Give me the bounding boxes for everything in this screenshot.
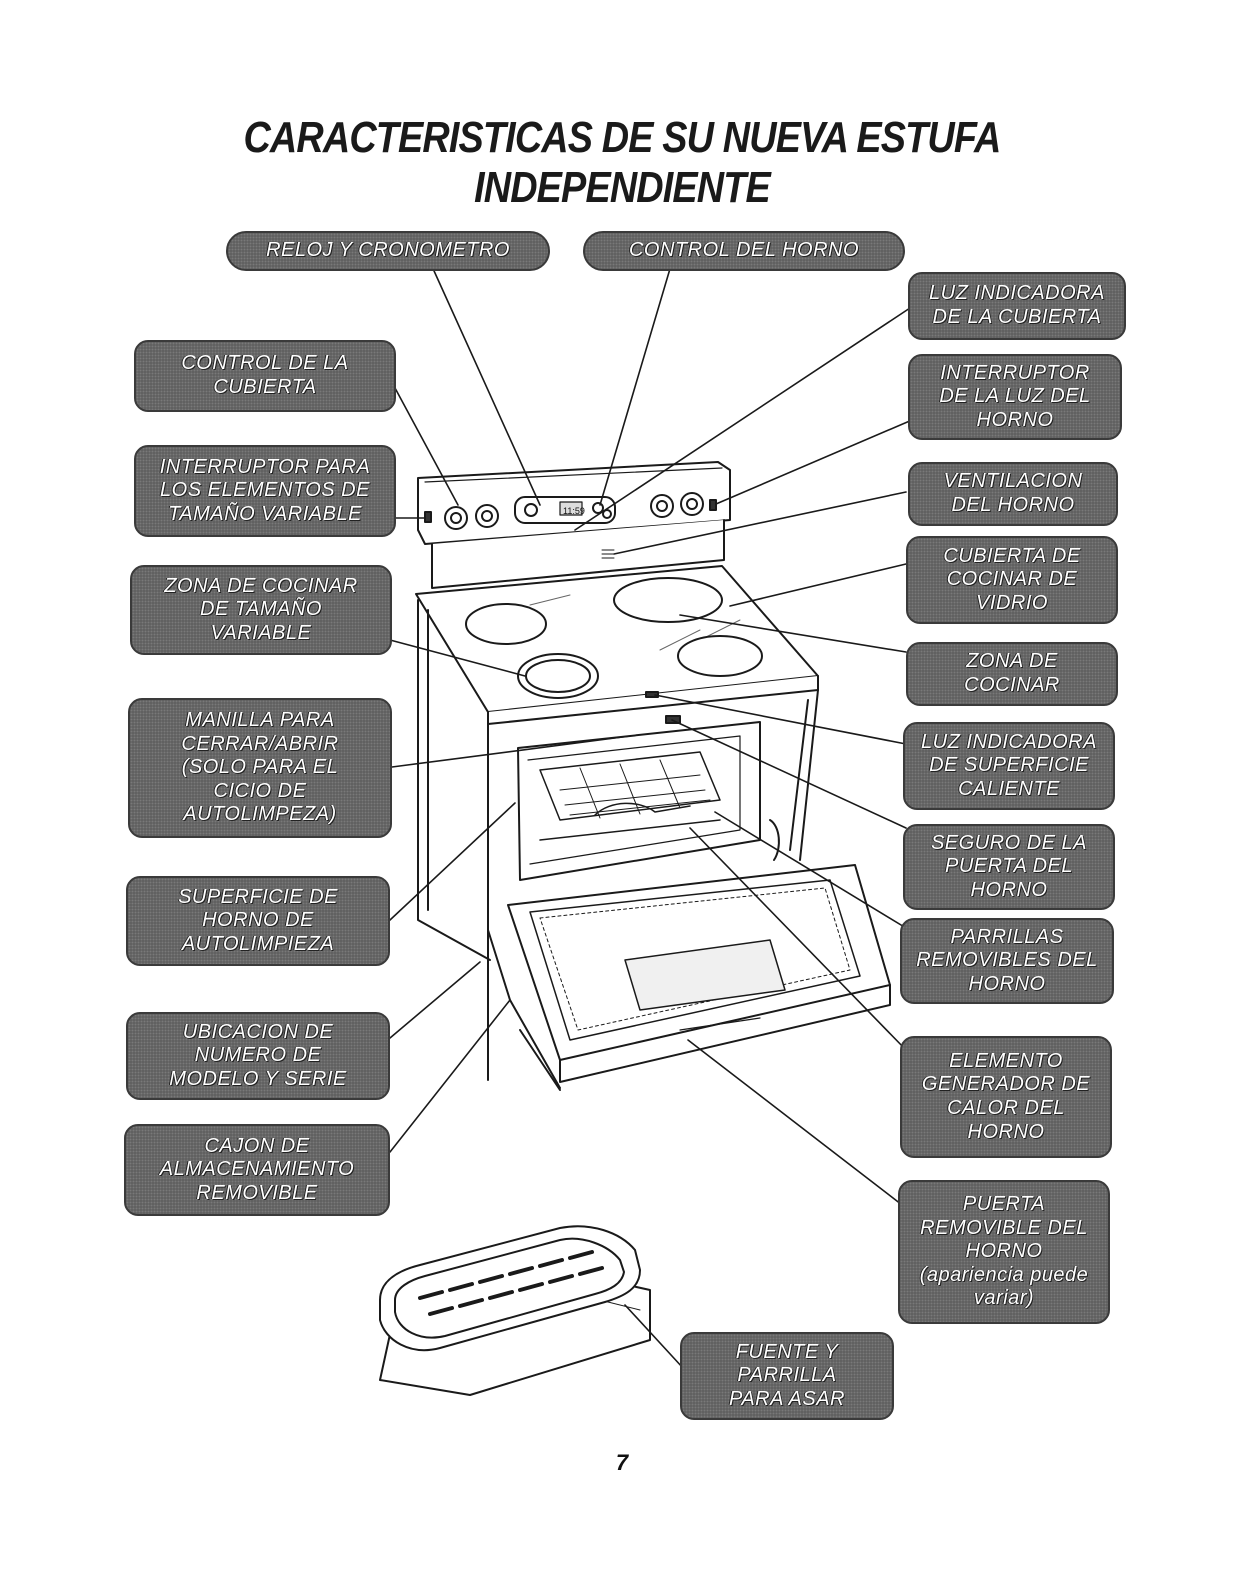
oven-vent <box>601 549 615 559</box>
callout-zona-tamano-variable: ZONA DE COCINAR DE TAMAÑO VARIABLE <box>130 565 392 655</box>
callout-line: ALMACENAMIENTO <box>159 1158 355 1181</box>
callout-ventilacion-horno: VENTILACION DEL HORNO <box>908 462 1118 526</box>
callout-line: VARIABLE <box>210 621 312 644</box>
callout-line: LUZ INDICADORA <box>921 730 1097 753</box>
callout-line: PUERTA DEL <box>945 855 1073 878</box>
callout-line: HORNO <box>976 408 1054 431</box>
callout-line: GENERADOR DE <box>921 1073 1091 1096</box>
broiler-pan <box>379 1225 651 1396</box>
page-title-line-1: CARACTERISTICAS DE SU NUEVA ESTUFA <box>243 113 1001 162</box>
callout-luz-indicadora-cubierta: LUZ INDICADORA DE LA CUBIERTA <box>908 272 1126 340</box>
callout-cubierta-vidrio: CUBIERTA DE COCINAR DE VIDRIO <box>906 536 1118 624</box>
callout-line: ELEMENTO <box>949 1049 1063 1072</box>
callout-line: UBICACION DE <box>182 1020 334 1043</box>
callout-superficie-autolimpieza: SUPERFICIE DE HORNO DE AUTOLIMPIEZA <box>126 876 390 966</box>
callout-control-horno: CONTROL DEL HORNO <box>583 231 905 271</box>
callout-line: PARA ASAR <box>728 1387 845 1410</box>
callout-elemento-generador: ELEMENTO GENERADOR DE CALOR DEL HORNO <box>900 1036 1112 1158</box>
callout-line: LOS ELEMENTOS DE <box>160 479 370 502</box>
callout-line: INTERRUPTOR <box>940 361 1090 384</box>
callout-line: PARRILLAS <box>950 925 1064 948</box>
callout-line: MANILLA PARA <box>185 709 335 732</box>
oven-door-open <box>507 864 891 1083</box>
callout-line: HORNO <box>967 1120 1045 1143</box>
callout-line: (SOLO PARA EL <box>181 756 339 779</box>
page-number: 7 <box>615 1450 629 1475</box>
callout-line: CONTROL DE LA <box>181 352 349 375</box>
callout-line: HORNO <box>970 878 1048 901</box>
callout-luz-superficie-caliente: LUZ INDICADORA DE SUPERFICIE CALIENTE <box>903 722 1115 810</box>
callout-line: CUBIERTA DE <box>943 544 1081 567</box>
callout-parrillas-removibles: PARRILLAS REMOVIBLES DEL HORNO <box>900 918 1114 1004</box>
callout-puerta-removible: PUERTA REMOVIBLE DEL HORNO (apariencia p… <box>898 1180 1110 1324</box>
oven-light-switch <box>709 499 717 511</box>
callout-line: AUTOLIMPIEZA <box>181 932 335 955</box>
callout-line: CUBIERTA <box>213 376 317 398</box>
display-reading: 11:59 <box>563 506 585 516</box>
callout-line: SEGURO DE LA <box>930 831 1088 854</box>
callout-line: CERRAR/ABRIR <box>181 732 339 755</box>
leader-lines <box>389 261 913 1369</box>
callout-line: DE LA CUBIERTA <box>932 306 1102 328</box>
variable-element-switch <box>424 511 432 523</box>
callout-seguro-puerta: SEGURO DE LA PUERTA DEL HORNO <box>903 824 1115 910</box>
callout-line: INTERRUPTOR PARA <box>159 455 371 478</box>
callout-line: VIDRIO <box>976 591 1048 614</box>
callout-line: NUMERO DE <box>194 1044 322 1067</box>
callout-interruptor-luz-horno: INTERRUPTOR DE LA LUZ DEL HORNO <box>908 354 1122 440</box>
callout-line: REMOVIBLE DEL <box>920 1216 1088 1239</box>
oven-cavity <box>517 721 780 881</box>
callout-line: SUPERFICIE DE <box>178 885 338 908</box>
callout-line: CONTROL DEL HORNO <box>628 239 860 262</box>
callout-line: FUENTE Y <box>735 1340 839 1363</box>
callout-line: CICIO DE <box>213 779 307 802</box>
callout-line: CALOR DEL <box>947 1097 1065 1119</box>
range-cabinet <box>417 599 819 1081</box>
callout-cajon-almacenamiento: CAJON DE ALMACENAMIENTO REMOVIBLE <box>124 1124 390 1216</box>
right-surface-knobs <box>650 492 704 518</box>
callout-fuente-parrilla: FUENTE Y PARRILLA PARA ASAR <box>680 1332 894 1420</box>
page-title-line-2: INDEPENDIENTE <box>474 163 771 212</box>
callout-line: variar) <box>973 1287 1035 1310</box>
hot-surface-light <box>645 691 659 698</box>
callout-line: HORNO DE <box>202 909 314 932</box>
callout-interruptor-elementos: INTERRUPTOR PARA LOS ELEMENTOS DE TAMAÑO… <box>134 445 396 537</box>
callout-line: MODELO Y SERIE <box>169 1067 347 1090</box>
callout-line: DE LA LUZ DEL <box>939 385 1091 408</box>
callout-line: ZONA DE <box>966 650 1058 673</box>
callout-line: HORNO <box>965 1240 1043 1263</box>
callout-reloj-cronometro: RELOJ Y CRONOMETRO <box>226 231 550 271</box>
callout-line: DE TAMAÑO <box>200 598 322 621</box>
callout-control-cubierta: CONTROL DE LA CUBIERTA <box>134 340 396 412</box>
callout-line: CAJON DE <box>204 1134 310 1157</box>
oven-side-hinge <box>769 819 780 861</box>
callout-line: ZONA DE COCINAR <box>164 574 358 597</box>
callout-line: AUTOLIMPEZA) <box>183 803 337 826</box>
callout-line: VENTILACION <box>943 470 1083 493</box>
callout-ubicacion-modelo: UBICACION DE NUMERO DE MODELO Y SERIE <box>126 1012 390 1100</box>
callout-line: REMOVIBLE <box>196 1181 318 1204</box>
callout-line: PARRILLA <box>737 1364 837 1387</box>
callout-line: RELOJ Y CRONOMETRO <box>266 239 510 262</box>
callout-line: LUZ INDICADORA <box>929 282 1105 305</box>
callout-line: CALIENTE <box>958 777 1060 800</box>
callout-line: DEL HORNO <box>951 494 1075 516</box>
door-lock <box>665 715 681 724</box>
callout-line: TAMAÑO VARIABLE <box>168 502 362 525</box>
callout-manilla: MANILLA PARA CERRAR/ABRIR (SOLO PARA EL … <box>128 698 392 838</box>
callout-line: DE SUPERFICIE <box>929 754 1089 777</box>
callout-line: HORNO <box>968 972 1046 995</box>
glass-cooktop <box>415 565 819 725</box>
callout-line: COCINAR <box>964 674 1060 696</box>
callout-line: COCINAR DE <box>946 568 1078 591</box>
callout-line: REMOVIBLES DEL <box>916 949 1098 972</box>
callout-zona-cocinar: ZONA DE COCINAR <box>906 642 1118 706</box>
left-surface-knobs <box>444 504 499 530</box>
callout-line: PUERTA <box>962 1193 1046 1216</box>
callout-line: (apariencia puede <box>919 1263 1089 1286</box>
